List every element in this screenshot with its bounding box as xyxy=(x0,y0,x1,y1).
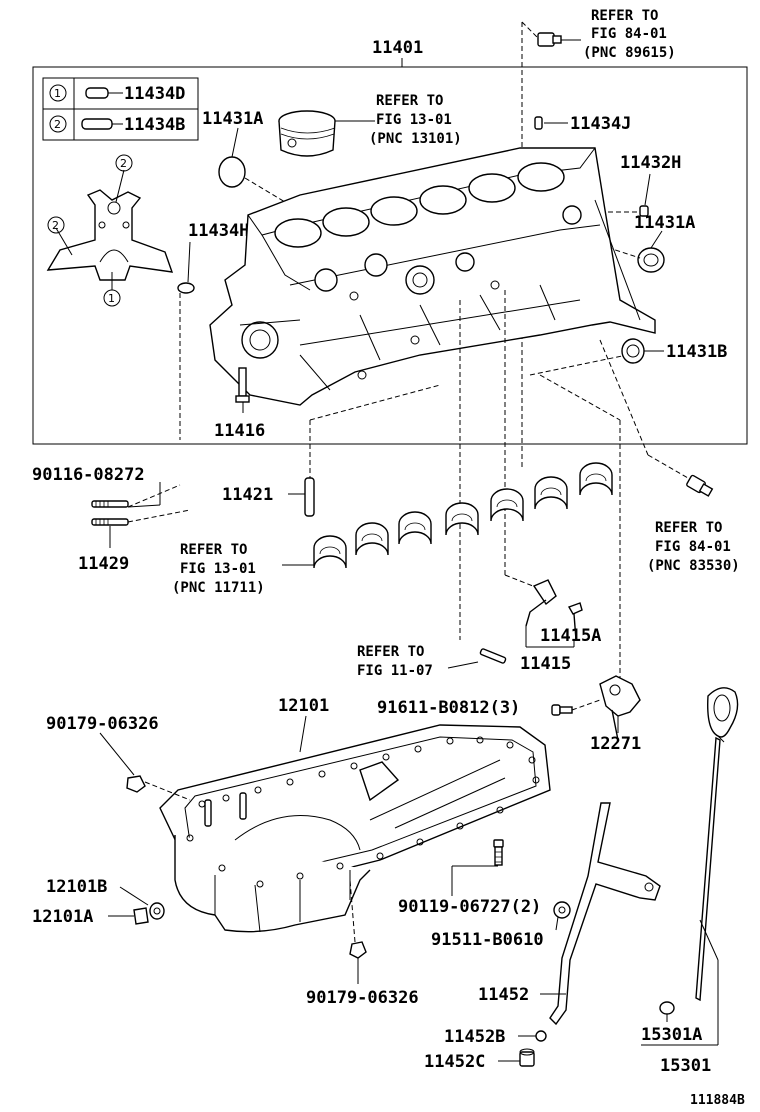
label-11434j[interactable]: 11434J xyxy=(570,114,631,134)
label-11431b[interactable]: 11431B xyxy=(666,342,727,362)
ref-13101-line2: FIG 13-01 xyxy=(376,112,452,128)
marker-2-top: 2 xyxy=(120,157,127,170)
oil-pan[interactable] xyxy=(159,724,551,933)
main-bearing-shells[interactable] xyxy=(313,462,613,569)
cylinder-block[interactable] xyxy=(209,147,656,406)
gasket-12101b[interactable] xyxy=(149,902,165,920)
label-12101a[interactable]: 12101A xyxy=(32,907,93,927)
cylinder-block-group-box xyxy=(32,66,748,445)
label-12101[interactable]: 12101 xyxy=(278,696,329,716)
dash-89615-b xyxy=(521,21,539,39)
pin-11434j[interactable] xyxy=(534,116,568,130)
label-11415a[interactable]: 11415A xyxy=(540,626,601,646)
ref-1107-line1: REFER TO xyxy=(357,644,424,660)
oil-jet-11415[interactable] xyxy=(525,579,557,647)
bolt-90119[interactable] xyxy=(493,839,504,866)
label-11416[interactable]: 11416 xyxy=(214,421,265,441)
ref-13101-line3: (PNC 13101) xyxy=(369,131,462,147)
dowel-11434h[interactable] xyxy=(177,241,195,294)
seal-11452c[interactable] xyxy=(519,1048,535,1067)
label-11415[interactable]: 11415 xyxy=(520,654,571,674)
dipstick-guide-11452[interactable] xyxy=(549,802,661,1026)
marker-2-left: 2 xyxy=(52,219,59,232)
label-15301a[interactable]: 15301A xyxy=(641,1025,702,1045)
ref-1107[interactable]: REFER TO FIG 11-07 xyxy=(357,644,433,679)
label-12101b[interactable]: 12101B xyxy=(46,877,107,897)
stud-bolt-11416[interactable] xyxy=(235,367,250,413)
oil-level-sensor[interactable] xyxy=(686,474,714,497)
thrust-washer-11421[interactable] xyxy=(304,477,315,517)
label-90119-06727[interactable]: 90119-06727(2) xyxy=(398,897,541,917)
expansion-plug-top[interactable] xyxy=(218,127,246,188)
figure-id: 111884B xyxy=(690,1093,745,1108)
ref-1107-line2: FIG 11-07 xyxy=(357,663,433,679)
label-91511-b0610[interactable]: 91511-B0610 xyxy=(431,930,544,950)
label-11401[interactable]: 11401 xyxy=(372,38,423,58)
ref-11711-line2: FIG 13-01 xyxy=(180,561,256,577)
label-11429[interactable]: 11429 xyxy=(78,554,129,574)
ref-89615-line1: REFER TO xyxy=(591,8,658,24)
label-11421[interactable]: 11421 xyxy=(222,485,273,505)
nut-90179-top[interactable] xyxy=(126,775,146,793)
label-11432h[interactable]: 11432H xyxy=(620,153,681,173)
bolt-91611[interactable] xyxy=(551,704,573,716)
ref-13101[interactable]: REFER TO FIG 13-01 (PNC 13101) xyxy=(369,93,462,147)
legend-table: 1 2 xyxy=(42,77,199,141)
legend-num-2: 2 xyxy=(54,118,61,131)
ref-83530-line3: (PNC 83530) xyxy=(647,558,740,574)
oil-dipstick-15301[interactable] xyxy=(695,687,739,1002)
ref-89615-line2: FIG 84-01 xyxy=(591,26,667,42)
ref-11711-line1: REFER TO xyxy=(180,542,247,558)
ref-13101-line1: REFER TO xyxy=(376,93,443,109)
label-11452c[interactable]: 11452C xyxy=(424,1052,485,1072)
marker-1-bottom: 1 xyxy=(108,292,115,305)
oil-strainer-12271[interactable] xyxy=(599,675,641,741)
label-11452b[interactable]: 11452B xyxy=(444,1027,505,1047)
stud-11429[interactable] xyxy=(91,518,129,526)
drain-plug-12101a[interactable] xyxy=(133,907,149,925)
o-ring-11452b[interactable] xyxy=(535,1030,547,1042)
ref-83530-line2: FIG 84-01 xyxy=(655,539,731,555)
o-ring-15301a[interactable] xyxy=(659,1001,675,1022)
dowel-pin-long-icon xyxy=(81,118,113,130)
label-15301[interactable]: 15301 xyxy=(660,1056,711,1076)
label-12271[interactable]: 12271 xyxy=(590,734,641,754)
oil-pressure-switch[interactable] xyxy=(537,32,581,47)
ref-89615-line3: (PNC 89615) xyxy=(583,45,676,61)
ref-11711[interactable]: REFER TO FIG 13-01 (PNC 11711) xyxy=(172,542,265,596)
piston[interactable] xyxy=(278,110,375,157)
label-11452[interactable]: 11452 xyxy=(478,985,529,1005)
nut-90179-bottom[interactable] xyxy=(349,941,367,959)
ref-89615[interactable]: REFER TO FIG 84-01 (PNC 89615) xyxy=(583,8,676,61)
stud-90116[interactable] xyxy=(91,500,129,508)
expansion-plug-11431b[interactable] xyxy=(621,338,664,364)
label-11434b[interactable]: 11434B xyxy=(124,115,185,135)
ref-11711-line3: (PNC 11711) xyxy=(172,580,265,596)
bearing-cap-detail: 2 2 1 xyxy=(46,154,174,307)
stud-1107[interactable] xyxy=(447,648,507,669)
ref-83530[interactable]: REFER TO FIG 84-01 (PNC 83530) xyxy=(647,520,740,574)
label-91611-b0812[interactable]: 91611-B0812(3) xyxy=(377,698,520,718)
legend-num-1: 1 xyxy=(54,87,61,100)
ref-83530-line1: REFER TO xyxy=(655,520,722,536)
expansion-plug-right[interactable] xyxy=(637,230,665,273)
label-11434d[interactable]: 11434D xyxy=(124,84,185,104)
label-90116-08272[interactable]: 90116-08272 xyxy=(32,465,145,485)
label-11431a-right[interactable]: 11431A xyxy=(634,213,695,233)
label-90179-06326-bottom[interactable]: 90179-06326 xyxy=(306,988,419,1008)
label-11431a-top[interactable]: 11431A xyxy=(202,109,263,129)
label-11434h[interactable]: 11434H xyxy=(188,221,249,241)
pin-11432h[interactable] xyxy=(639,173,651,217)
check-valve-11415a[interactable] xyxy=(567,602,583,641)
label-90179-06326-top[interactable]: 90179-06326 xyxy=(46,714,159,734)
dowel-pin-short-icon xyxy=(85,87,109,99)
bolt-91511[interactable] xyxy=(553,901,571,919)
